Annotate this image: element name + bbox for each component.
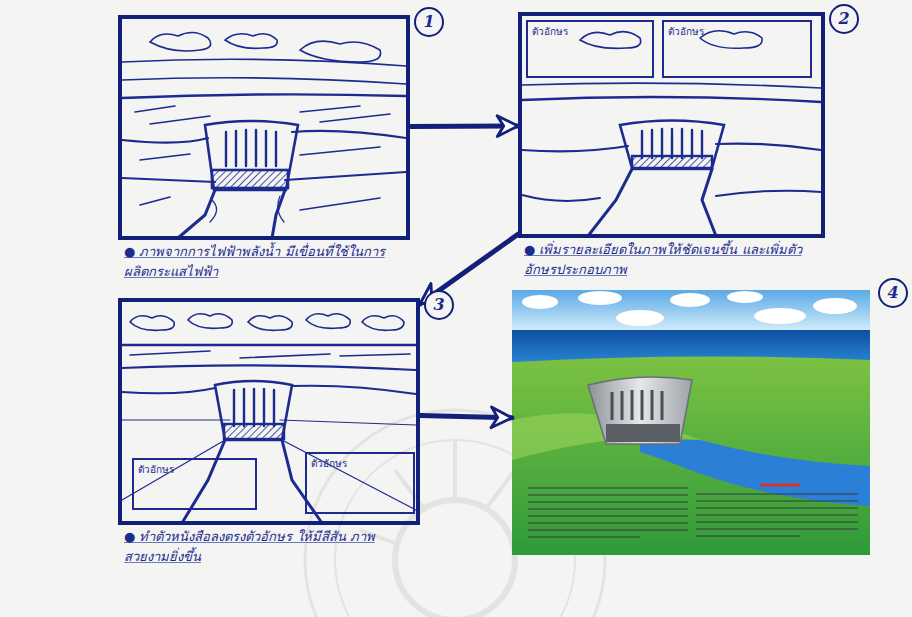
storyboard-panel: 3● ทำตัวหนังสือลงตรงตัวอักษร ให้มีสีสัน … xyxy=(118,298,420,525)
panel-caption: ● ทำตัวหนังสือลงตรงตัวอักษร ให้มีสีสัน ภ… xyxy=(124,527,418,567)
storyboard-panel: 2● เพิ่มรายละเอียดในภาพให้ชัดเจนขึ้น และ… xyxy=(518,12,825,238)
panel-number: 4 xyxy=(878,278,908,308)
dam-sketch xyxy=(522,31,821,236)
text-placeholder-box: ตัวอักษร xyxy=(526,20,654,78)
storyboard-panel: 1● ภาพจากการไฟฟ้าพลังน้ำ มีเขื่อนที่ใช้ใ… xyxy=(118,15,410,240)
dam-illustration xyxy=(512,290,870,555)
storyboard-panel: 4 xyxy=(512,290,870,555)
text-placeholder-box: ตัวอักษร xyxy=(662,20,812,78)
box-label: ตัวอักษร xyxy=(311,456,347,471)
box-label: ตัวอักษร xyxy=(532,24,568,39)
panel-caption: ● เพิ่มรายละเอียดในภาพให้ชัดเจนขึ้น และเ… xyxy=(524,240,823,280)
panel-caption: ● ภาพจากการไฟฟ้าพลังน้ำ มีเขื่อนที่ใช้ใน… xyxy=(124,242,408,282)
flow-arrow xyxy=(410,123,518,129)
flow-arrow xyxy=(420,415,512,417)
box-label: ตัวอักษร xyxy=(668,24,704,39)
box-label: ตัวอักษร xyxy=(138,462,174,477)
panel-number: 2 xyxy=(829,4,859,34)
panel-number: 3 xyxy=(424,290,454,320)
dam-sketch xyxy=(122,314,416,523)
dam-sketch xyxy=(122,32,406,238)
text-placeholder-box: ตัวอักษร xyxy=(305,452,415,514)
text-placeholder-box: ตัวอักษร xyxy=(132,458,257,510)
panel-number: 1 xyxy=(414,7,444,37)
